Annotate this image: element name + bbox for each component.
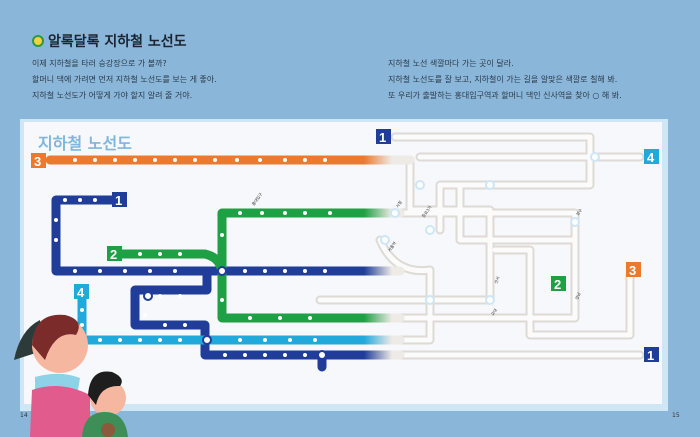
intro-text: 이제 지하철을 타러 승강장으로 가 볼까?할머니 댁에 가려면 먼저 지하철 … xyxy=(32,59,217,100)
svg-text:성수: 성수 xyxy=(574,207,583,217)
svg-text:1: 1 xyxy=(647,348,654,363)
instruction-text: 지하철 노선 색깔마다 가는 곳이 달라.지하철 노선도를 잘 보고, 지하철이… xyxy=(388,59,622,100)
train-icon xyxy=(32,35,44,47)
map-title: 지하철 노선도 xyxy=(38,134,132,153)
svg-text:서울역: 서울역 xyxy=(386,240,397,253)
svg-text:1: 1 xyxy=(379,130,386,145)
svg-text:2: 2 xyxy=(110,247,117,262)
svg-text:신사: 신사 xyxy=(492,275,500,284)
page-number-right: 15 xyxy=(672,412,680,419)
page-number-left: 14 xyxy=(20,412,28,419)
transfer-stations xyxy=(143,266,327,360)
station-dots xyxy=(54,158,332,357)
svg-text:시청: 시청 xyxy=(394,199,403,209)
page-title: 알록달록 지하철 노선도 xyxy=(32,31,187,51)
line-badges: 3 1 2 4 1 4 3 2 1 xyxy=(31,129,659,363)
svg-text:4: 4 xyxy=(647,150,655,165)
line-1 xyxy=(51,195,405,276)
svg-text:2: 2 xyxy=(554,277,561,292)
svg-text:3: 3 xyxy=(34,154,41,169)
svg-text:3: 3 xyxy=(629,263,636,278)
svg-text:4: 4 xyxy=(77,285,85,300)
svg-text:강남: 강남 xyxy=(573,291,581,300)
svg-text:교대: 교대 xyxy=(489,307,498,317)
svg-text:1: 1 xyxy=(115,193,122,208)
